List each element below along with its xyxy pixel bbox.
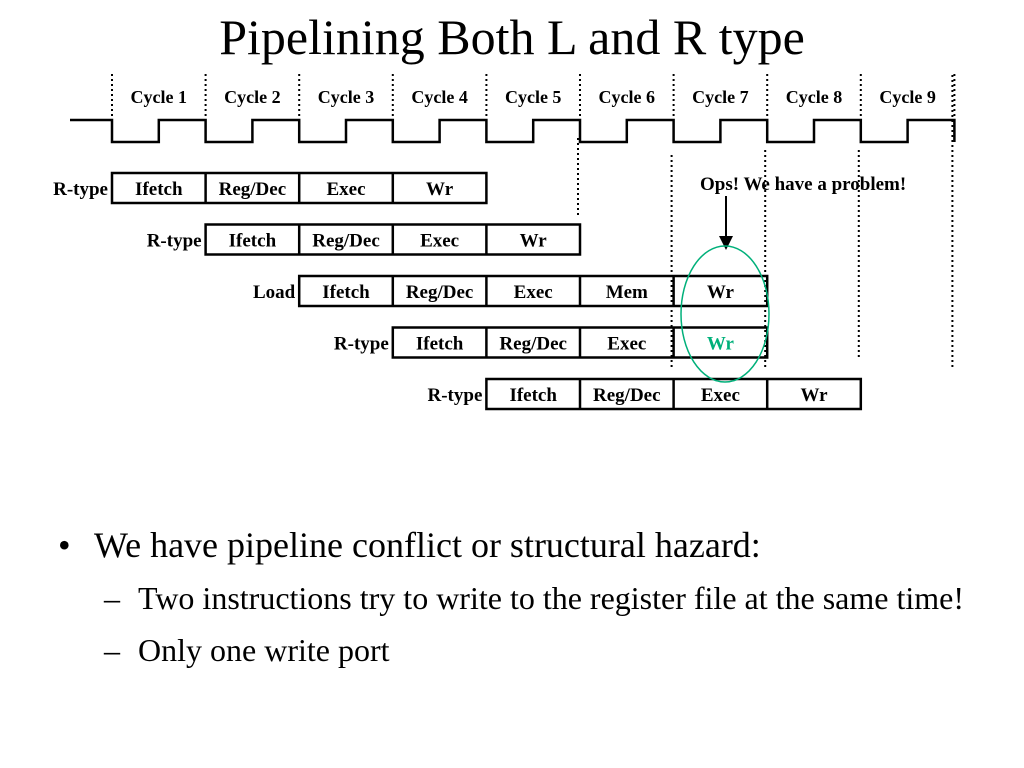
problem-annotation: Ops! We have a problem!	[700, 174, 906, 195]
stage-label: Reg/Dec	[406, 282, 474, 303]
cycle-label-8: Cycle 8	[786, 87, 842, 107]
stage-label: Wr	[707, 334, 735, 355]
instruction-label: R-type	[147, 231, 202, 252]
bullet-text: We have pipeline conflict or structural …	[94, 525, 761, 565]
bullet-dot-icon: •	[58, 525, 71, 565]
stage-label: Exec	[514, 282, 553, 303]
stage-label: Ifetch	[135, 179, 183, 200]
cycle-label-4: Cycle 4	[411, 87, 467, 107]
stage-label: Ifetch	[509, 385, 557, 406]
cycle-label-3: Cycle 3	[318, 87, 374, 107]
stage-label: Reg/Dec	[499, 334, 567, 355]
bullet-item: –Only one write port	[104, 627, 998, 673]
instruction-label: R-type	[428, 385, 483, 406]
bullet-item: • We have pipeline conflict or structural…	[58, 522, 998, 569]
stage-label: Reg/Dec	[219, 179, 287, 200]
bullet-item: –Two instructions try to write to the re…	[104, 575, 998, 621]
stage-label: Reg/Dec	[312, 231, 380, 252]
bullet-list: • We have pipeline conflict or structural…	[58, 522, 998, 674]
cycle-label-7: Cycle 7	[692, 87, 748, 107]
bullet-text: Two instructions try to write to the reg…	[138, 579, 964, 616]
bullet-dash-icon: –	[104, 632, 120, 669]
instruction-label: R-type	[334, 334, 389, 355]
stage-label: Exec	[326, 179, 365, 200]
instruction-label: Load	[253, 282, 296, 303]
stage-label: Exec	[607, 334, 646, 355]
stage-label: Wr	[800, 385, 828, 406]
instruction-label: R-type	[53, 179, 108, 200]
stage-label: Wr	[707, 282, 735, 303]
cycle-label-6: Cycle 6	[599, 87, 655, 107]
stage-label: Wr	[520, 231, 548, 252]
cycle-label-1: Cycle 1	[131, 87, 187, 107]
stage-label: Exec	[701, 385, 740, 406]
stage-label: Mem	[606, 282, 648, 303]
stage-label: Reg/Dec	[593, 385, 661, 406]
bullet-dash-icon: –	[104, 579, 120, 616]
cycle-label-5: Cycle 5	[505, 87, 561, 107]
stage-label: Exec	[420, 231, 459, 252]
clock-waveform	[70, 118, 956, 144]
bullet-text: Only one write port	[138, 632, 390, 669]
slide-title: Pipelining Both L and R type	[219, 9, 805, 65]
stage-label: Wr	[426, 179, 454, 200]
stage-label: Ifetch	[416, 334, 464, 355]
annotation-arrow-head	[719, 236, 733, 250]
stage-label: Ifetch	[322, 282, 370, 303]
stage-label: Ifetch	[229, 231, 277, 252]
cycle-label-2: Cycle 2	[224, 87, 280, 107]
conflict-highlight-ellipse	[680, 245, 770, 383]
cycle-label-9: Cycle 9	[879, 87, 935, 107]
